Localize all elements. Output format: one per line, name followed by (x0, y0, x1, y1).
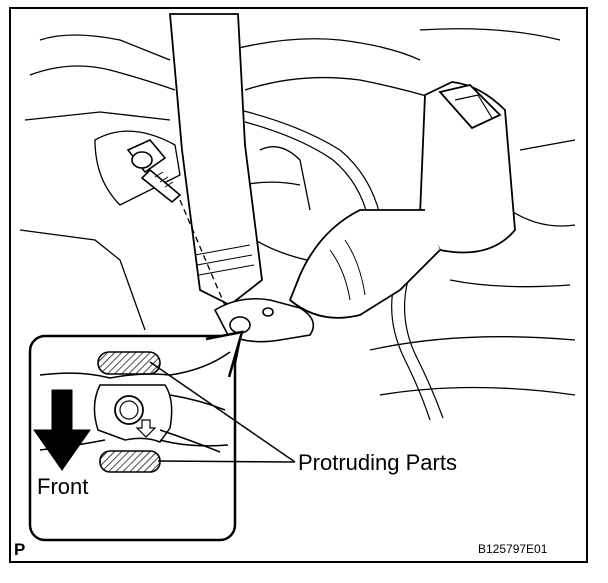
inset-bolt-ring (119, 400, 139, 420)
seat-belt-buckle-icon (288, 81, 516, 319)
corner-letter: P (14, 540, 25, 559)
front-label: Front (37, 474, 88, 499)
protruding-parts-label: Protruding Parts (298, 450, 457, 475)
inset-plate (39, 351, 231, 453)
down-arrow-icon (33, 389, 91, 471)
protruding-part-top (97, 351, 161, 375)
detail-inset: Front (28, 330, 244, 542)
figure-border (9, 7, 588, 563)
callout-leaders (149, 361, 296, 463)
figure-code: B125797E01 (478, 542, 548, 556)
small-arrow-icon (135, 419, 157, 438)
protruding-part-bottom (99, 450, 161, 473)
seat-belt-strap (169, 13, 263, 307)
inset-bolt-hole (114, 395, 144, 425)
bolt-icon (126, 139, 182, 204)
anchor-plate (213, 297, 315, 343)
wire-harness (239, 109, 444, 421)
bolt-guide-line (179, 199, 233, 323)
